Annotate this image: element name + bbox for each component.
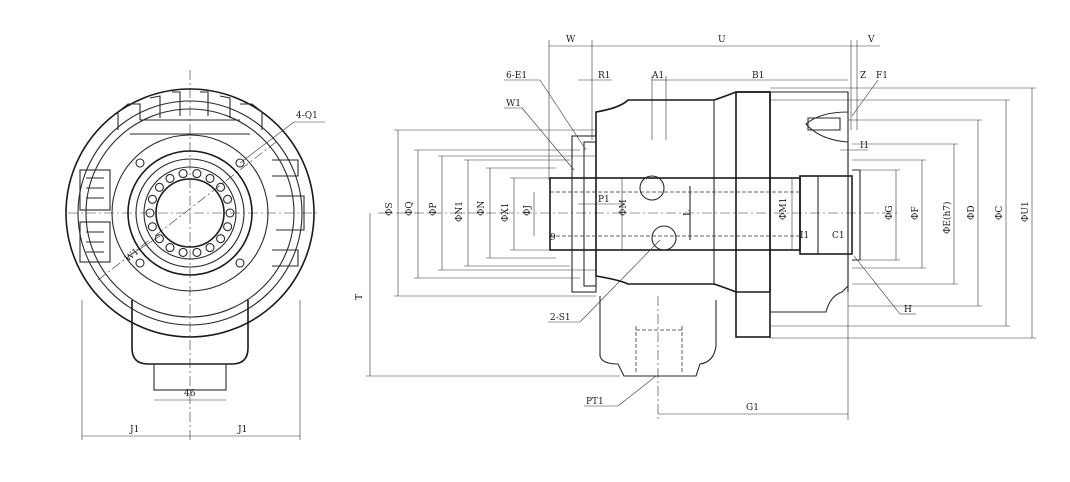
phi-n-label: ΦN: [477, 201, 487, 216]
dim-46-label: 46: [184, 389, 196, 399]
phi-g-label: ΦG: [885, 205, 895, 220]
phi-f-label: ΦF: [911, 206, 921, 220]
t-label: T: [355, 294, 365, 300]
phi-c-label: ΦC: [995, 206, 1005, 220]
phi-d-label: ΦD: [967, 205, 977, 220]
pt1-label: PT1: [586, 397, 604, 407]
phi-e-label: ΦE(h7): [942, 202, 953, 235]
j1-right-label: J1: [237, 425, 247, 435]
c1-label: C1: [832, 231, 845, 241]
r1-label: R1: [598, 71, 611, 81]
l-label: L: [683, 210, 693, 216]
side-view: W U V R1 A1 B1 Z F1: [355, 35, 1036, 420]
i1-top-label: I1: [860, 141, 869, 151]
s1-label: 2-S1: [550, 313, 571, 323]
phi-m1-label: ΦM1: [779, 198, 789, 220]
b1-label: B1: [752, 71, 764, 81]
w-label: W: [566, 35, 576, 45]
phi-x1-label: ΦX1: [501, 202, 511, 222]
phi-j-label: ΦJ: [523, 205, 533, 216]
phi-p-label: ΦP: [429, 203, 439, 216]
f1-label: F1: [876, 71, 888, 81]
bore: [155, 178, 225, 248]
e1-label: 6-E1: [506, 71, 527, 81]
flange-bolt-holes: [145, 169, 235, 257]
u-label: U: [718, 35, 726, 45]
g1-label: G1: [746, 403, 759, 413]
q1-label: 4-Q1: [296, 111, 318, 121]
phi-s-label: ΦS: [385, 202, 395, 216]
phi-n1-label: ΦN1: [455, 201, 465, 222]
phi-m-label: ΦM: [619, 199, 629, 216]
w1-side-label: W1: [506, 99, 521, 109]
hollow-shaft: [549, 177, 801, 251]
h-label: H: [904, 305, 912, 315]
phi-u1-label: ΦU1: [1021, 201, 1031, 222]
j1-left-label: J1: [129, 425, 139, 435]
nine-label: 9: [550, 233, 556, 243]
v-label: V: [867, 35, 875, 45]
phi-q-label: ΦQ: [405, 201, 415, 216]
outer-housing: [65, 88, 315, 338]
left-diameter-dims: [394, 129, 793, 297]
q1-mounting-holes: [135, 158, 245, 268]
a1-label: A1: [651, 71, 664, 81]
i1-bottom-label: I1: [800, 231, 809, 241]
front-view: 4-Q1 W1 J1 J1 46: [65, 70, 325, 440]
right-diameter-dims: [770, 87, 1036, 339]
z-label: Z: [860, 71, 866, 81]
p1-label: P1: [598, 195, 610, 205]
